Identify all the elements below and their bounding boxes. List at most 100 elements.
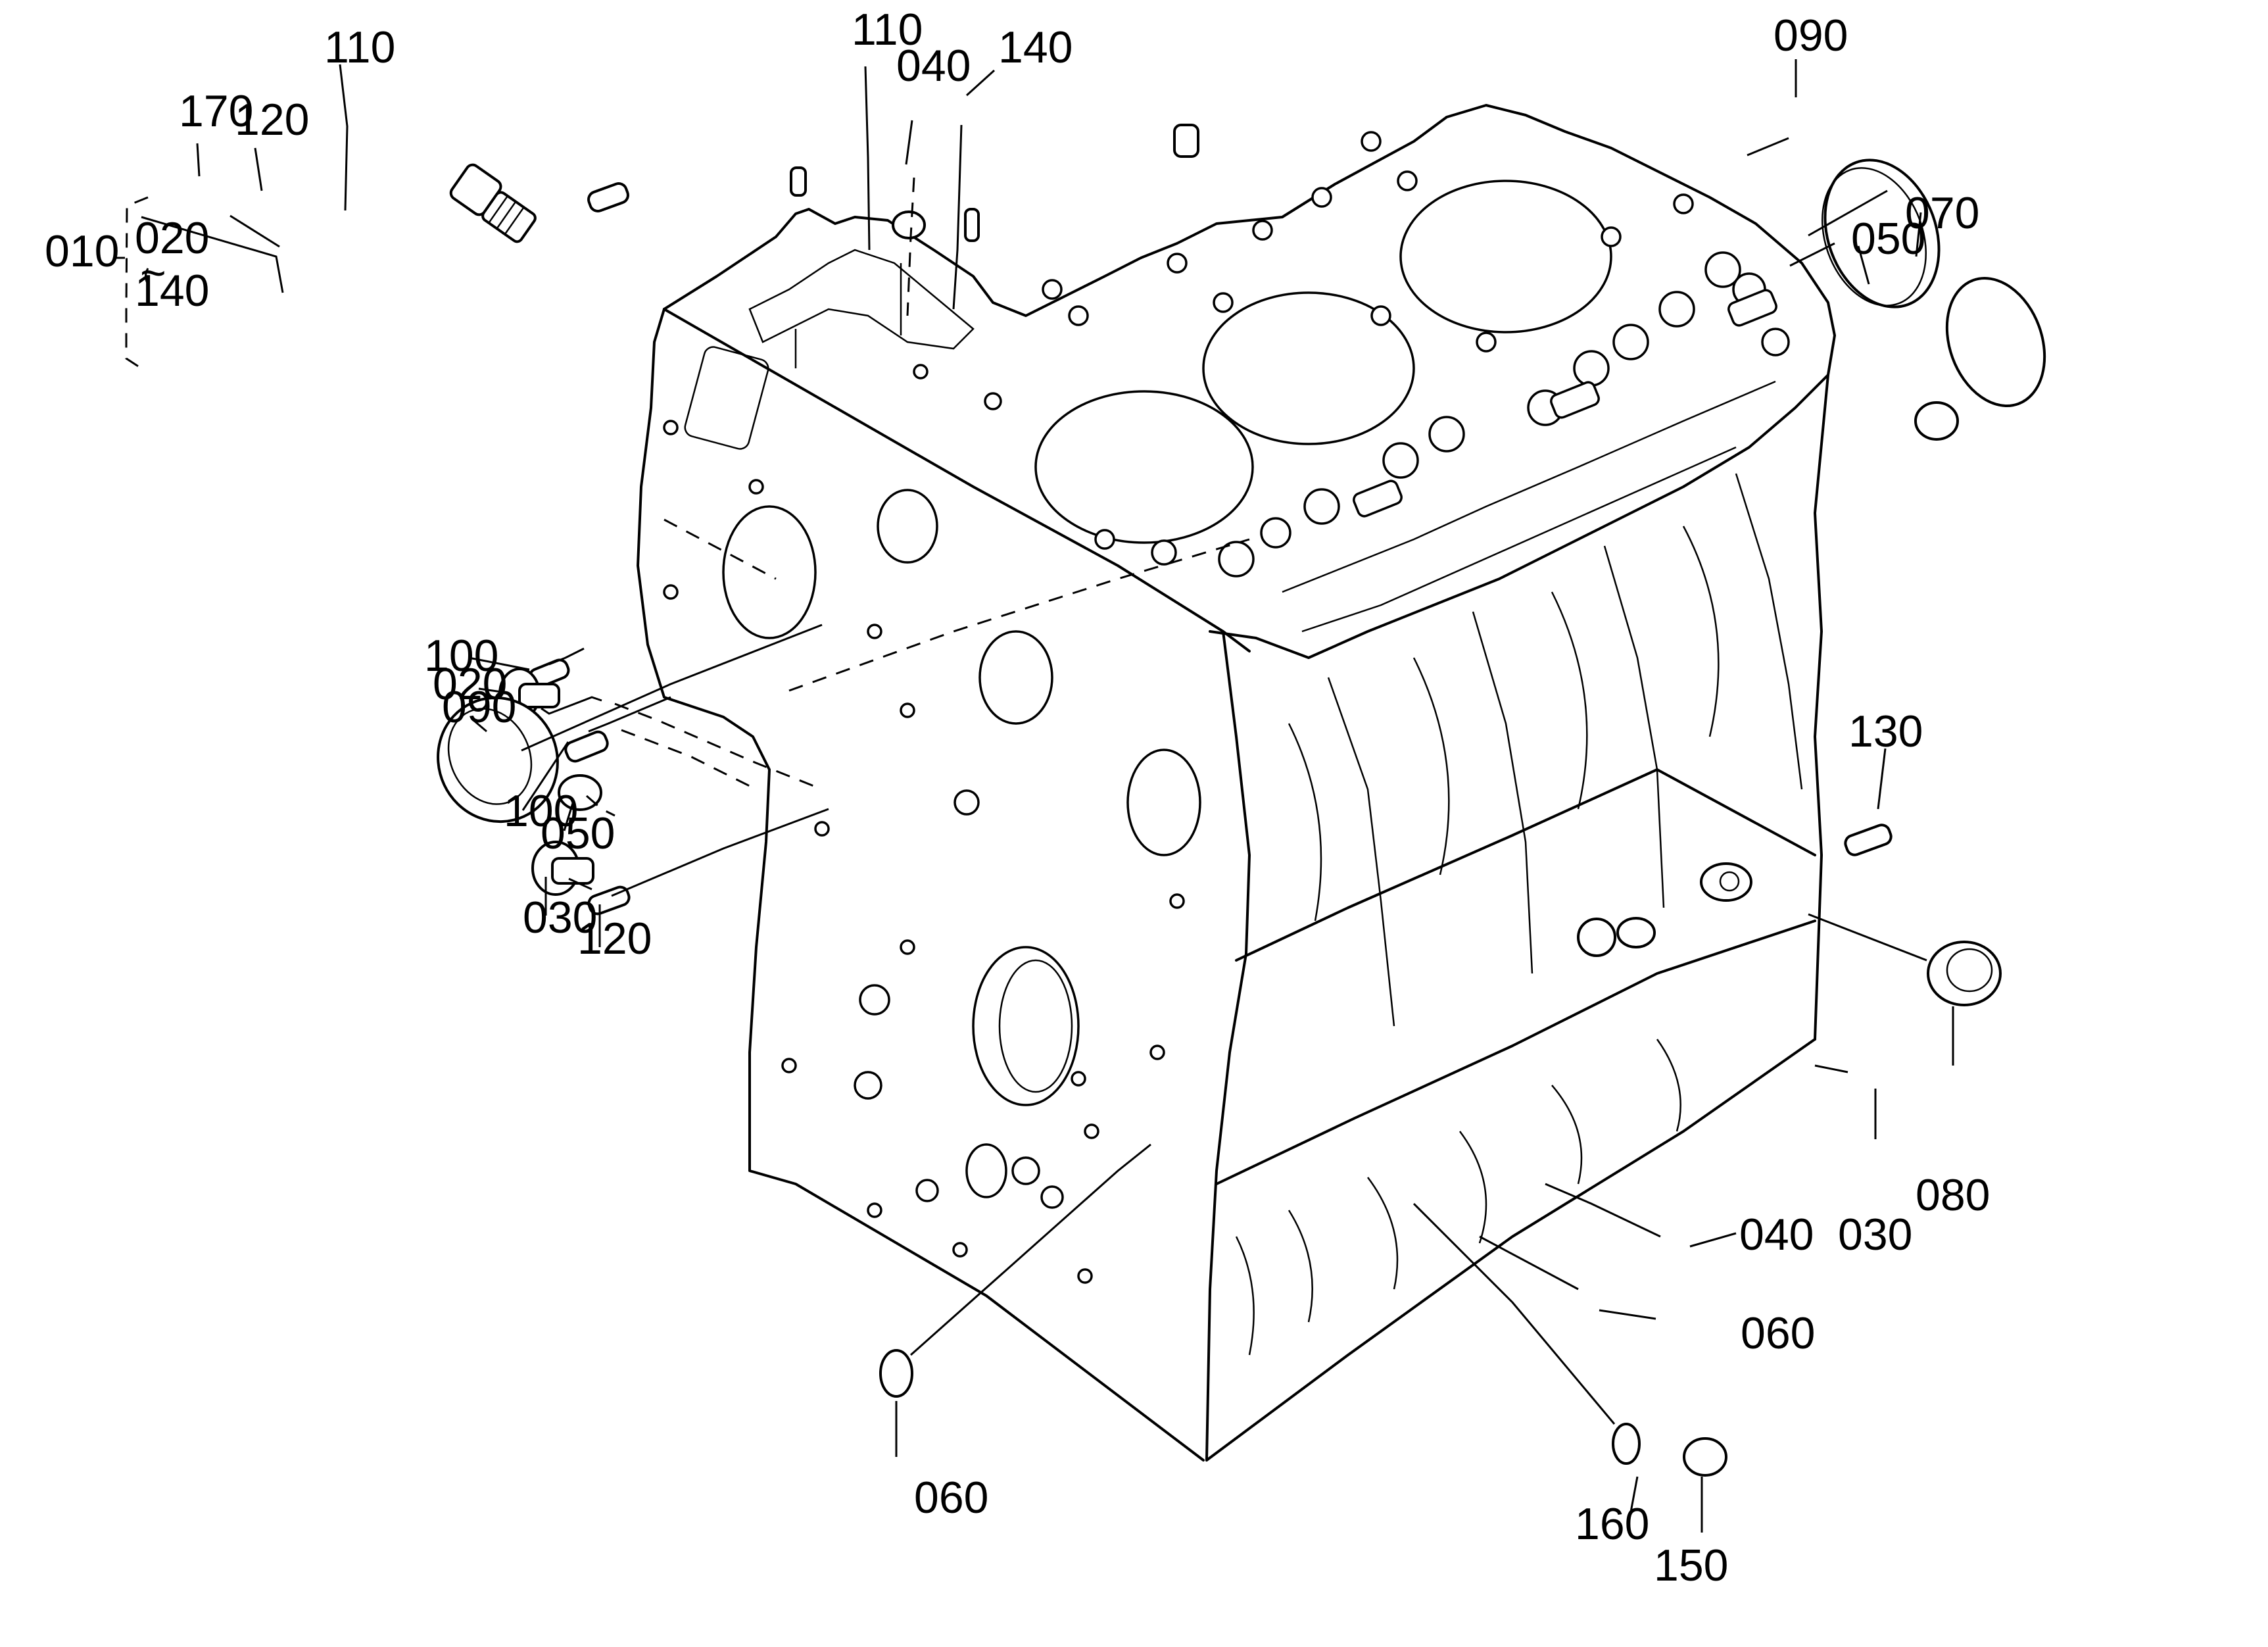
deck-hole — [1573, 350, 1610, 387]
deck-hole — [1094, 529, 1115, 550]
leader-100-b — [521, 741, 569, 811]
block-water-jacket — [1282, 380, 1776, 633]
gearcase-cavity — [748, 249, 975, 350]
leader-040-bottom — [1689, 1232, 1737, 1248]
leader-170 — [196, 143, 201, 177]
callout-050-right: 050 — [1851, 214, 1925, 264]
leader-120-top — [254, 147, 263, 191]
callout-120-bottom: 120 — [577, 914, 652, 964]
part-060-cap-bottom — [879, 1349, 913, 1398]
gearcase-rib — [794, 263, 902, 368]
callout-120-top: 120 — [235, 95, 309, 145]
leader-040-top — [905, 120, 913, 165]
deck-hole — [1601, 226, 1622, 247]
block-right-face-edge — [1814, 374, 1829, 1041]
part-160-gasket — [1612, 1423, 1641, 1465]
leader-030-right-to-block — [1814, 1064, 1848, 1073]
face-hole — [1077, 1268, 1093, 1284]
callout-range-separator: ~ — [140, 248, 166, 298]
deck-hole — [1382, 442, 1419, 479]
callout-040-top: 040 — [896, 41, 971, 91]
face-hole — [748, 479, 764, 495]
deck-hole — [1612, 324, 1649, 360]
deck-slot — [1727, 289, 1777, 327]
leader-050-left — [563, 800, 575, 831]
leader-170-to-block — [229, 214, 280, 248]
front-boss — [1126, 749, 1201, 856]
part-090-plug-top — [1823, 159, 1941, 308]
deck-hole — [1151, 539, 1177, 566]
part-050-plug-right — [1914, 401, 1959, 441]
leader-090-left-to-block — [521, 624, 823, 752]
block-web-3 — [1603, 545, 1665, 908]
leader-group-to-block — [141, 216, 284, 293]
leader-140-top — [965, 69, 996, 97]
leader-130 — [1877, 748, 1887, 810]
deck-hole — [1311, 187, 1332, 208]
face-hole — [1011, 1156, 1040, 1185]
face-hole — [663, 584, 679, 600]
part-050-plug-left — [558, 774, 602, 811]
deck-hole — [1428, 416, 1465, 453]
callout-130: 130 — [1848, 706, 1923, 756]
face-hole — [952, 1242, 968, 1258]
callout-020: 020 — [433, 659, 507, 709]
part-080-oil-seal — [1927, 941, 2002, 1006]
deck-hole — [1397, 170, 1418, 191]
block-web-1 — [1327, 677, 1395, 1027]
face-hole — [1071, 1071, 1086, 1087]
face-hole — [953, 789, 980, 816]
leader-060-bottom-to-block — [910, 1143, 1151, 1356]
leader-100-a — [468, 656, 530, 671]
block-skirt-rail — [1235, 768, 1816, 962]
callout-160: 160 — [1575, 1499, 1649, 1549]
block-top-deck-outline — [663, 104, 1836, 659]
deck-slot — [1353, 479, 1403, 518]
cylinder-block — [637, 104, 1836, 1462]
callout-050-left: 050 — [541, 808, 615, 858]
part-030-plug-right — [1700, 862, 1752, 902]
leader-060-right-to-block — [1479, 1235, 1579, 1291]
face-hole — [867, 624, 882, 639]
deck-hole — [1068, 305, 1089, 326]
callout-060-bottom: 060 — [914, 1473, 988, 1523]
deck-hole — [1673, 193, 1694, 214]
block-web-4 — [1735, 473, 1803, 790]
callout-100-b: 100 — [504, 786, 578, 836]
deck-hole — [1658, 291, 1695, 328]
part-060-cap-right — [1577, 918, 1616, 957]
deck-hole — [1252, 220, 1273, 241]
deck-hole — [1167, 253, 1188, 274]
leader-100-b-to-block — [588, 696, 671, 733]
deck-hole — [984, 392, 1002, 410]
leader-110-b — [864, 66, 871, 251]
block-top-front-edge — [663, 308, 1251, 652]
leader-090-to-block — [1747, 137, 1789, 157]
block-bottom-right-edge — [1205, 1038, 1816, 1462]
face-hole — [1084, 1123, 1099, 1139]
exploded-parts — [437, 124, 2046, 1477]
deck-hole — [1476, 332, 1497, 353]
deck-hole — [1042, 279, 1063, 300]
deck-hole — [1370, 305, 1391, 326]
face-hole — [900, 702, 915, 718]
front-bore-lower-inner — [998, 959, 1073, 1093]
face-hole — [915, 1179, 939, 1202]
guide-050-left — [586, 795, 615, 817]
callout-080: 080 — [1916, 1170, 1990, 1220]
deck-hole — [1218, 541, 1255, 578]
part-170-fitting — [449, 163, 537, 243]
callout-020-range-start: 020 — [135, 213, 209, 263]
callout-030-right: 030 — [1838, 1210, 1912, 1260]
leader-120-bottom-to-block — [611, 808, 829, 897]
leader-110-a — [339, 64, 349, 211]
deck-hole — [913, 364, 929, 380]
guide-camshaft — [664, 518, 777, 580]
front-bore-lower — [972, 946, 1080, 1106]
block-web-curves — [1288, 526, 1720, 922]
front-face-features — [663, 346, 1201, 1284]
camshaft-bore — [722, 505, 817, 639]
callout-030-left: 030 — [523, 893, 597, 943]
leader-090-left — [473, 719, 487, 733]
